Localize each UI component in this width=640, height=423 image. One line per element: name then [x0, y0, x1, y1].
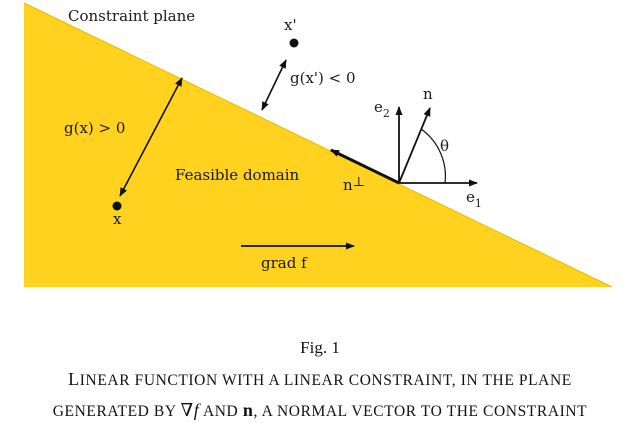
feasible-domain-label: Feasible domain	[175, 166, 300, 184]
theta-arc	[421, 128, 446, 184]
grad-f-label: grad f	[261, 254, 308, 272]
figure-number: Fig. 1	[300, 338, 340, 357]
x-prime-label: x'	[284, 16, 297, 34]
g-x-prime-arrow	[261, 59, 287, 111]
point-x	[112, 201, 122, 211]
g-x-label: g(x) > 0	[64, 119, 125, 137]
n-label: n	[423, 85, 433, 103]
caption-line-1: LINEAR FUNCTION WITH A LINEAR CONSTRAINT…	[68, 369, 572, 389]
constraint-plane-label: Constraint plane	[68, 7, 195, 25]
n-perp-arrow	[330, 148, 400, 185]
point-x-prime	[289, 38, 299, 48]
g-x-prime-label: g(x') < 0	[290, 69, 356, 87]
g-x-arrow	[119, 77, 183, 197]
constraint-line	[23, 2, 613, 288]
n-normal-arrow	[398, 107, 431, 184]
e1-label: e1	[466, 188, 482, 210]
theta-label: θ	[440, 137, 449, 155]
x-label: x	[113, 210, 122, 228]
n-perp-label: n⊥	[343, 175, 365, 194]
caption-line-2: GENERATED BY ∇f AND n, A NORMAL VECTOR T…	[53, 400, 587, 420]
e2-label: e2	[374, 98, 390, 120]
